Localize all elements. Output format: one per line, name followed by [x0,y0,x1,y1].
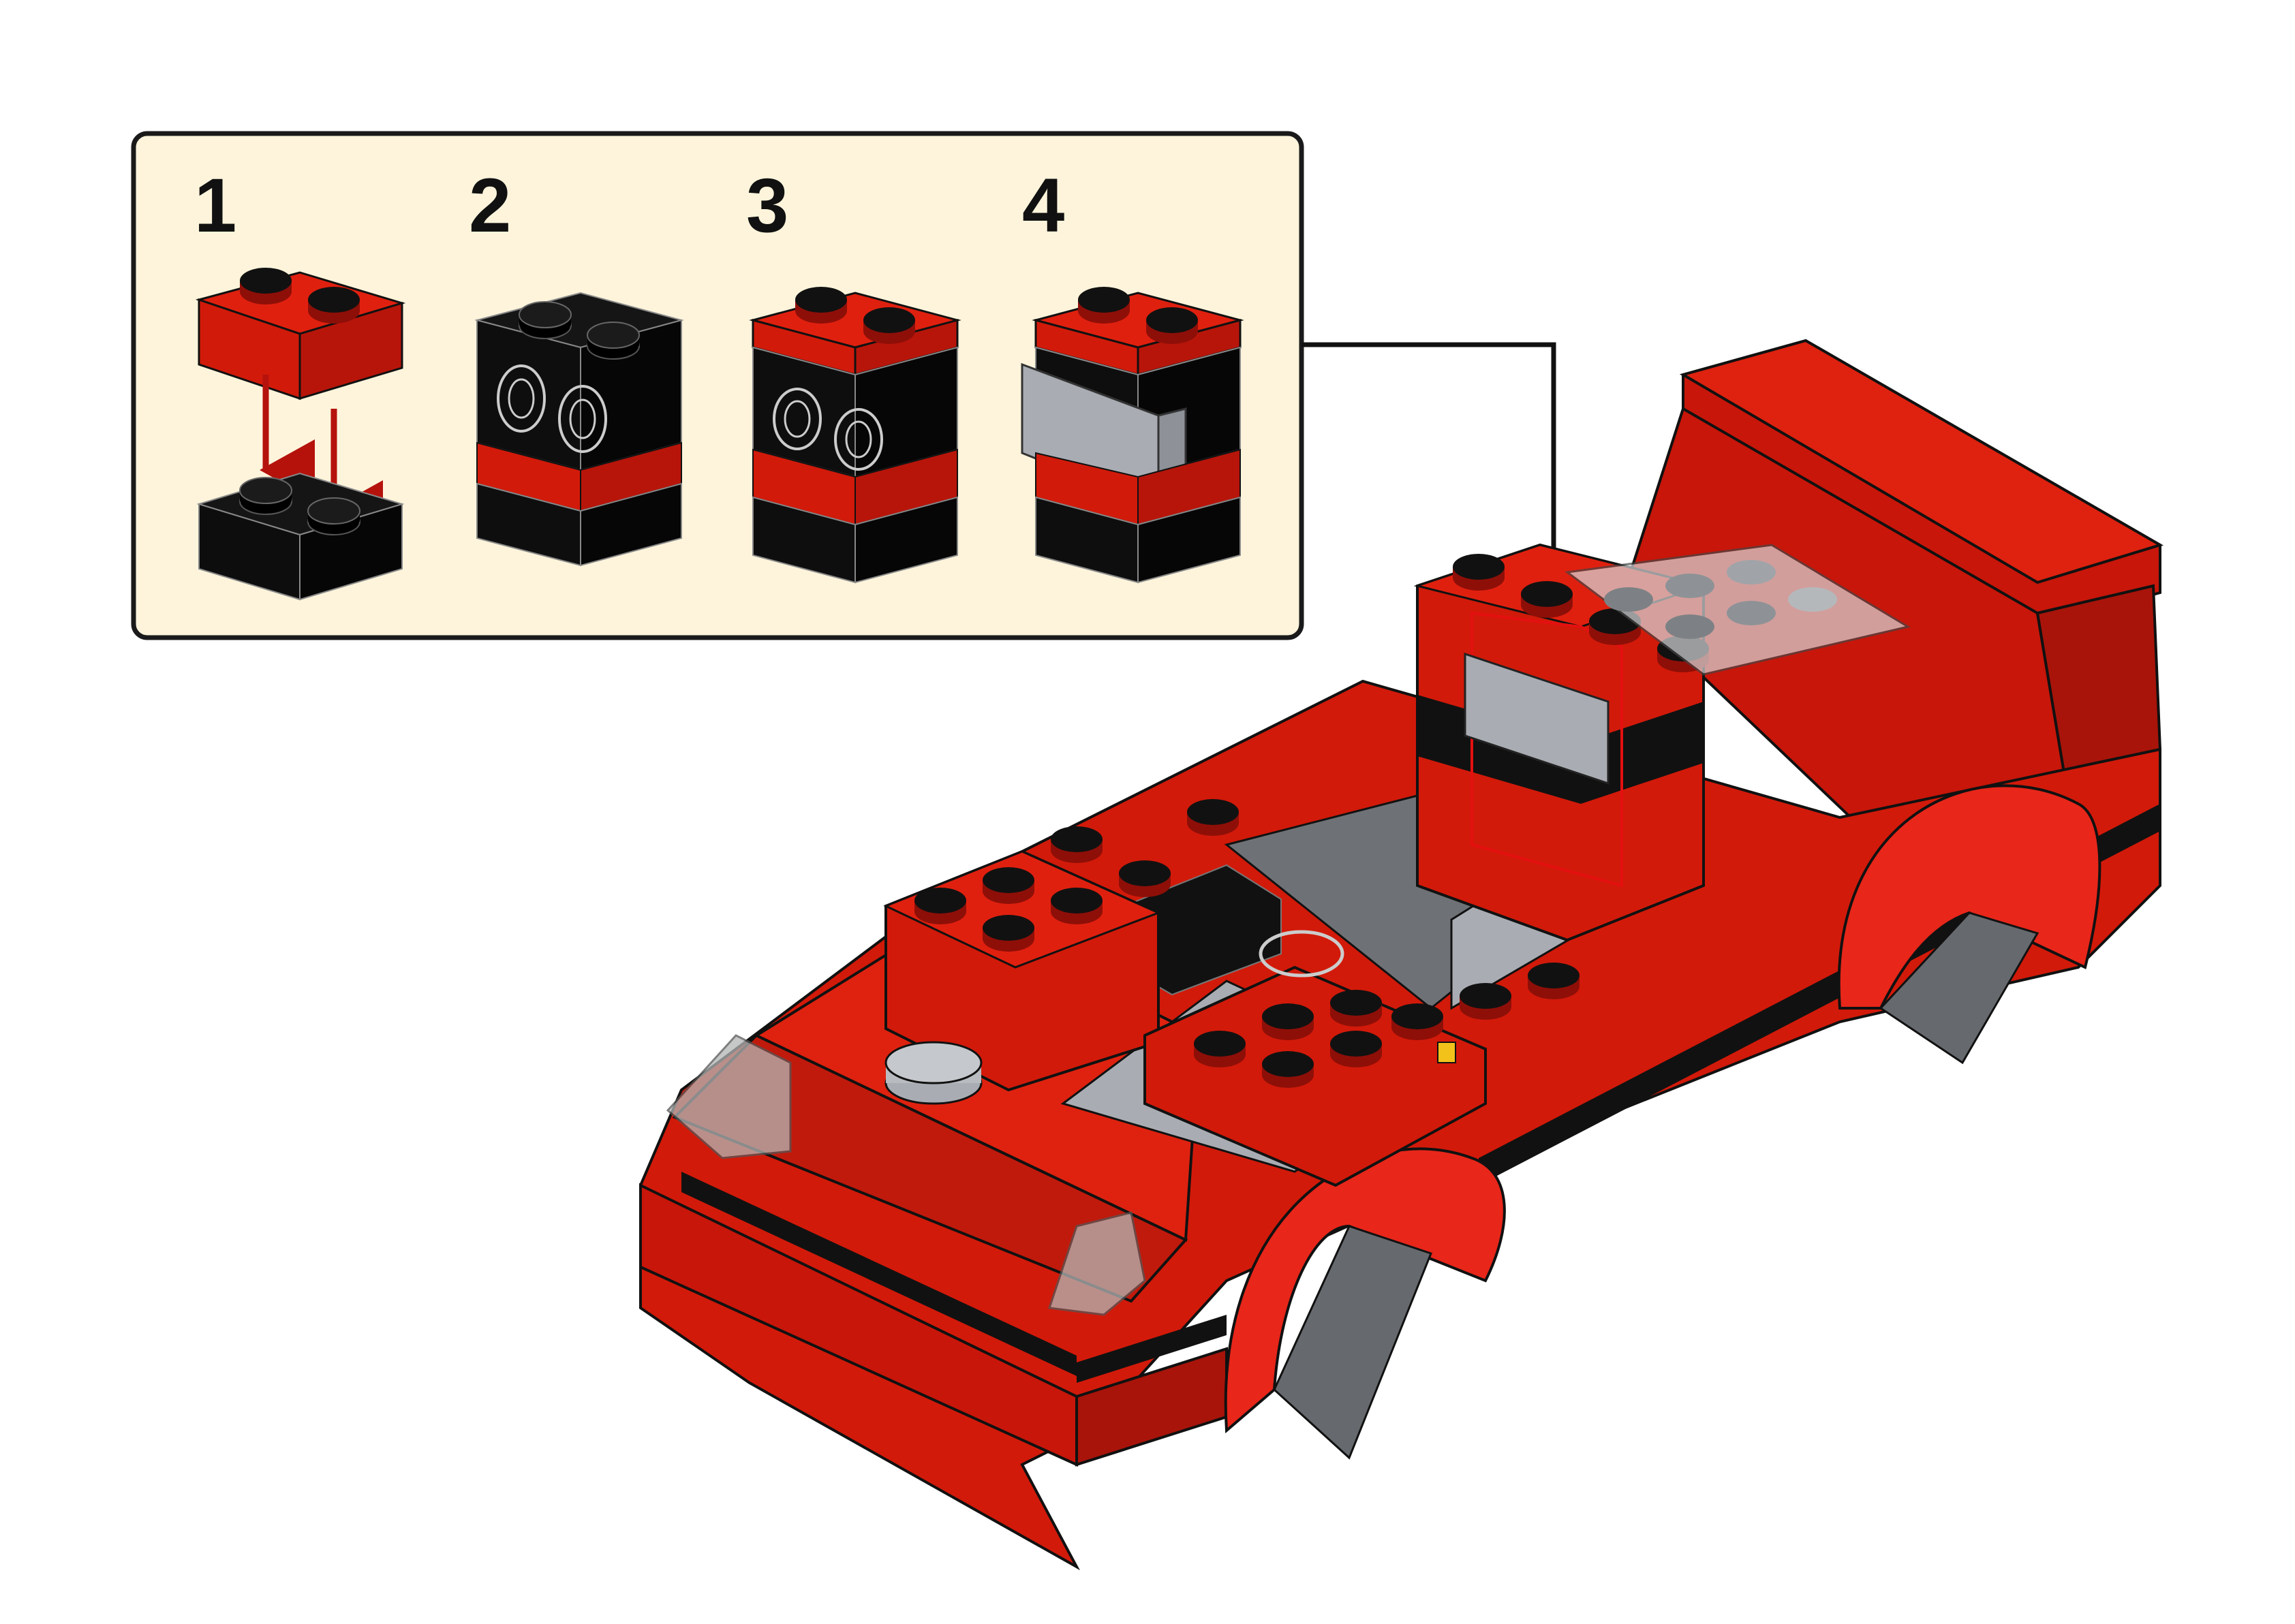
step-number-2: 2 [469,163,511,248]
step-4-illustration [1021,287,1244,584]
step-number-3: 3 [746,163,788,248]
step-3-illustration [749,287,961,584]
emblem-icon [1437,1042,1456,1063]
placed-sub-assembly-highlight [1470,611,1623,888]
car-model [639,339,2163,1571]
red-plate-1x2 [195,268,406,401]
step-1-illustration [195,268,406,601]
steering-wheel-icon [1259,930,1344,978]
black-plate-1x2 [196,472,405,601]
callout-arrow-icon [1301,342,1582,612]
callout-panel [131,131,1304,640]
step-2-illustration [474,292,684,567]
step-number-1: 1 [194,163,236,248]
sub-assembly-callout: 1 2 3 4 [131,131,1304,640]
step-number-4: 4 [1022,163,1064,248]
